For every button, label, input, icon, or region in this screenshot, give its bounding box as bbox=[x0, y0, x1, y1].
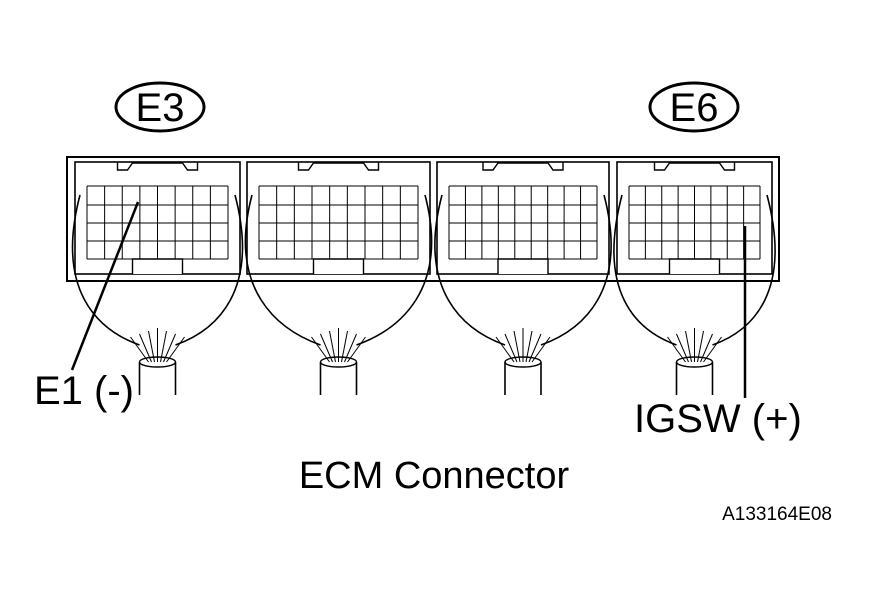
connector-block-e3 bbox=[71, 161, 244, 395]
pin-label-e1: E1 (-) bbox=[34, 369, 134, 413]
connector-housing bbox=[66, 156, 780, 282]
connector-tag-e6: E6 bbox=[648, 81, 740, 133]
connector-block-e6 bbox=[613, 161, 776, 395]
connector-tag-e3-label: E3 bbox=[136, 86, 185, 130]
connector-tag-e3: E3 bbox=[114, 81, 206, 133]
connector-blocks bbox=[71, 161, 776, 395]
connector-tag-e6-label: E6 bbox=[670, 86, 719, 130]
diagram-caption: ECM Connector bbox=[299, 455, 570, 497]
connector-block-2 bbox=[244, 161, 433, 395]
connector-block-3 bbox=[434, 161, 612, 395]
leader-line-e1 bbox=[70, 201, 140, 371]
figure-id: A133164E08 bbox=[722, 504, 832, 525]
pin-label-igsw: IGSW (+) bbox=[634, 397, 802, 441]
